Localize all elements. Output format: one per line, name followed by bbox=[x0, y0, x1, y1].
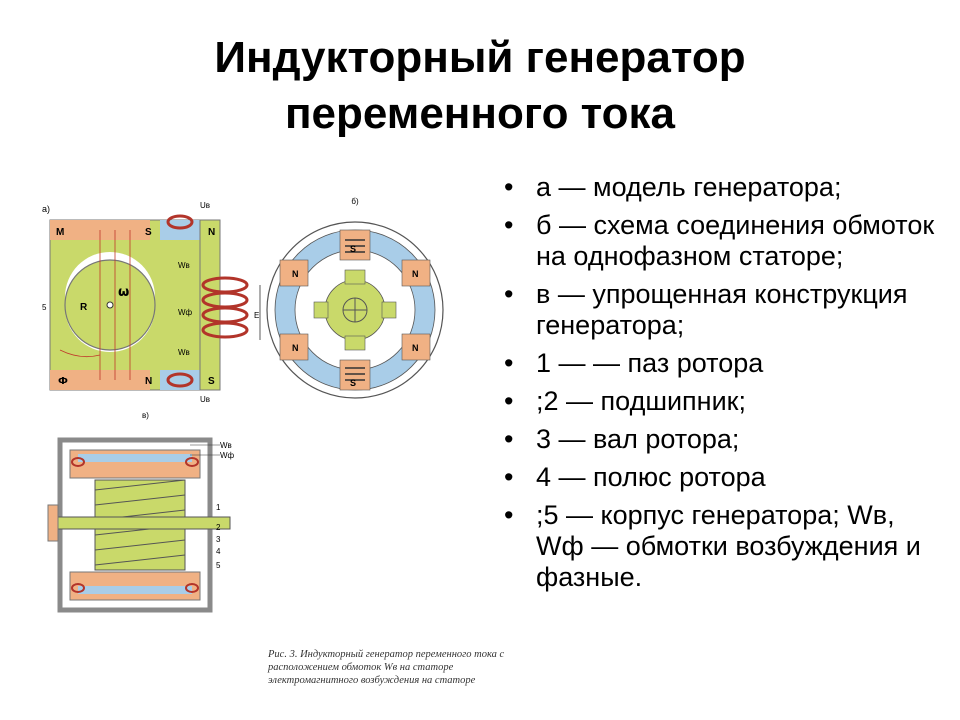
label-wv-bottom: Wв bbox=[178, 348, 190, 357]
pole-s-bottom: S bbox=[208, 376, 215, 387]
stator-pole-n-right-top: N bbox=[412, 269, 419, 279]
title-line-1: Индукторный генератор bbox=[214, 33, 746, 82]
stator-pole-s-bottom: S bbox=[350, 378, 356, 388]
list-item: в — упрощенная конструкция генератора; bbox=[504, 279, 944, 341]
list-item: 1 — — паз ротора bbox=[504, 348, 944, 379]
pole-r: R bbox=[80, 302, 88, 313]
label-a: а) bbox=[42, 204, 50, 214]
pole-n-bottom: N bbox=[145, 376, 152, 387]
side-number: 5 bbox=[42, 303, 47, 312]
pole-n-top: N bbox=[208, 227, 215, 238]
list-item: ;2 — подшипник; bbox=[504, 386, 944, 417]
label-v: в) bbox=[142, 411, 149, 420]
legend-list: а — модель генератора; б — схема соедине… bbox=[504, 172, 944, 600]
page-title: Индукторный генератор переменного тока bbox=[0, 30, 960, 142]
pole-m: M bbox=[56, 227, 64, 238]
label-uv-bottom: Uв bbox=[200, 395, 210, 404]
generator-diagram: а) M S N N S R ω Ф 5 Uв Uв Wв Wф Wв E в) bbox=[42, 197, 444, 613]
number-3: 3 bbox=[216, 535, 221, 544]
phi-symbol: Ф bbox=[58, 376, 68, 387]
label-uv-top: Uв bbox=[200, 201, 210, 210]
figure-v-construction: Wв Wф 1 2 3 4 5 bbox=[47, 437, 235, 613]
generator-figures: а) M S N N S R ω Ф 5 Uв Uв Wв Wф Wв E в) bbox=[40, 190, 504, 686]
list-item: ;5 — корпус генератора; Wв, Wф — обмотки… bbox=[504, 500, 944, 593]
list-item: а — модель генератора; bbox=[504, 172, 944, 203]
number-2: 2 bbox=[216, 523, 221, 532]
number-1: 1 bbox=[216, 503, 221, 512]
list-item: б — схема соединения обмоток на однофазн… bbox=[504, 210, 944, 272]
number-4: 4 bbox=[216, 547, 221, 556]
title-line-2: переменного тока bbox=[284, 89, 676, 138]
omega-symbol: ω bbox=[118, 285, 129, 300]
list-item: 4 — полюс ротора bbox=[504, 462, 944, 493]
label-b: б) bbox=[351, 197, 359, 206]
figure-b-stator-scheme: б) N N N N S S bbox=[266, 197, 444, 399]
list-item: 3 — вал ротора; bbox=[504, 424, 944, 455]
label-wf-v: Wф bbox=[220, 451, 235, 460]
number-5: 5 bbox=[216, 561, 221, 570]
figure-caption: Рис. 3. Индукторный генератор переменног… bbox=[268, 649, 505, 686]
label-wv-top: Wв bbox=[178, 261, 190, 270]
figure-a-model: а) M S N N S R ω Ф 5 Uв Uв Wв Wф Wв E в) bbox=[42, 201, 261, 420]
label-wv-v: Wв bbox=[220, 441, 232, 450]
stator-pole-s-top: S bbox=[350, 244, 356, 254]
stator-pole-n-right-bottom: N bbox=[412, 343, 419, 353]
stator-pole-n-left-top: N bbox=[292, 269, 299, 279]
stator-pole-n-left-bottom: N bbox=[292, 343, 299, 353]
label-wf: Wф bbox=[178, 308, 193, 317]
label-e: E bbox=[254, 311, 259, 320]
pole-s-top: S bbox=[145, 227, 152, 238]
